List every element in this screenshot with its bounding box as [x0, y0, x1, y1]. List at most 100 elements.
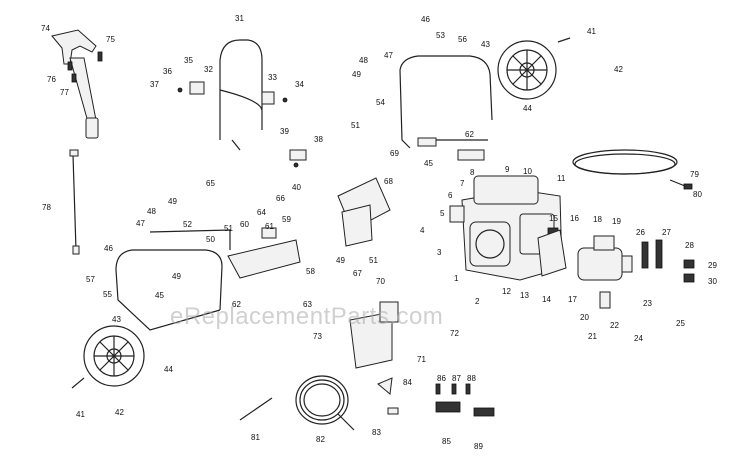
callout-label: 48	[359, 56, 368, 65]
callout-label: 69	[390, 149, 399, 158]
detergent-tank	[349, 301, 399, 369]
callout-label: 9	[505, 165, 510, 174]
callout-label: 49	[172, 272, 181, 281]
callout-label: 42	[115, 408, 124, 417]
callout-label: 86	[437, 374, 446, 383]
callout-label: 20	[580, 313, 589, 322]
callout-label: 13	[520, 291, 529, 300]
callout-label: 3	[437, 248, 442, 257]
callout-label: 76	[47, 75, 56, 84]
callout-label: 55	[103, 290, 112, 299]
callout-label: 32	[204, 65, 213, 74]
callout-label: 65	[206, 179, 215, 188]
callout-label: 78	[42, 203, 51, 212]
callout-label: 80	[693, 190, 702, 199]
callout-label: 73	[313, 332, 322, 341]
callout-label: 46	[421, 15, 430, 24]
callout-label: 46	[104, 244, 113, 253]
callout-label: 60	[240, 220, 249, 229]
callout-label: 74	[41, 24, 50, 33]
callout-label: 39	[280, 127, 289, 136]
callout-label: 62	[465, 130, 474, 139]
callout-label: 61	[265, 222, 274, 231]
callout-label: 28	[685, 241, 694, 250]
callout-label: 75	[106, 35, 115, 44]
engine-mount-bracket	[227, 227, 301, 279]
pump-assembly	[547, 227, 633, 309]
callout-label: 49	[352, 70, 361, 79]
callout-label: 51	[224, 224, 233, 233]
callout-label: 33	[268, 73, 277, 82]
callout-label: 58	[306, 267, 315, 276]
callout-label: 62	[232, 300, 241, 309]
fittings	[641, 239, 695, 283]
callout-label: 85	[442, 437, 451, 446]
rear-wheel	[497, 40, 557, 100]
base-frame	[115, 229, 231, 331]
callout-labels: 74 75 76 77 78 31 35 36 37 32 33 34 39 3…	[41, 14, 717, 451]
callout-label: 38	[314, 135, 323, 144]
callout-label: 16	[570, 214, 579, 223]
callout-label: 31	[235, 14, 244, 23]
callout-label: 23	[643, 299, 652, 308]
callout-label: 59	[282, 215, 291, 224]
callout-label: 77	[60, 88, 69, 97]
callout-label: 54	[376, 98, 385, 107]
callout-label: 26	[636, 228, 645, 237]
axle-bolt-rear	[557, 37, 571, 43]
callout-label: 17	[568, 295, 577, 304]
callout-label: 83	[372, 428, 381, 437]
callout-label: 79	[690, 170, 699, 179]
spray-wand	[69, 149, 80, 255]
callout-label: 30	[708, 277, 717, 286]
callout-label: 67	[353, 269, 362, 278]
callout-label: 88	[467, 374, 476, 383]
callout-label: 45	[424, 159, 433, 168]
callout-label: 48	[147, 207, 156, 216]
callout-label: 47	[384, 51, 393, 60]
upper-handle-frame	[219, 39, 263, 151]
callout-label: 21	[588, 332, 597, 341]
callout-label: 2	[475, 297, 480, 306]
callout-label: 82	[316, 435, 325, 444]
callout-label: 36	[163, 67, 172, 76]
callout-label: 47	[136, 219, 145, 228]
callout-label: 1	[454, 274, 459, 283]
cleaning-tool	[239, 397, 273, 421]
callout-label: 52	[183, 220, 192, 229]
callout-label: 4	[420, 226, 425, 235]
callout-label: 49	[336, 256, 345, 265]
axle-bolt-front	[71, 377, 85, 389]
callout-label: 37	[150, 80, 159, 89]
engine-shroud	[337, 177, 391, 247]
callout-label: 29	[708, 261, 717, 270]
callout-label: 51	[369, 256, 378, 265]
callout-label: 44	[164, 365, 173, 374]
callout-label: 56	[458, 35, 467, 44]
small-accessories	[377, 377, 495, 417]
callout-label: 63	[303, 300, 312, 309]
callout-label: 19	[612, 217, 621, 226]
callout-label: 81	[251, 433, 260, 442]
callout-label: 22	[610, 321, 619, 330]
high-pressure-hose-coil	[572, 149, 693, 190]
callout-label: 89	[474, 442, 483, 451]
callout-label: 57	[86, 275, 95, 284]
callout-label: 41	[587, 27, 596, 36]
pump-plate	[537, 229, 567, 277]
callout-label: 5	[440, 209, 445, 218]
callout-label: 14	[542, 295, 551, 304]
spray-gun-handle	[51, 29, 99, 139]
callout-label: 7	[460, 179, 465, 188]
callout-label: 41	[76, 410, 85, 419]
callout-label: 45	[155, 291, 164, 300]
callout-label: 53	[436, 31, 445, 40]
callout-label: 49	[168, 197, 177, 206]
callout-label: 35	[184, 56, 193, 65]
callout-label: 43	[112, 315, 121, 324]
callout-label: 24	[634, 334, 643, 343]
callout-label: 64	[257, 208, 266, 217]
callout-label: 11	[557, 174, 566, 183]
callout-label: 87	[452, 374, 461, 383]
